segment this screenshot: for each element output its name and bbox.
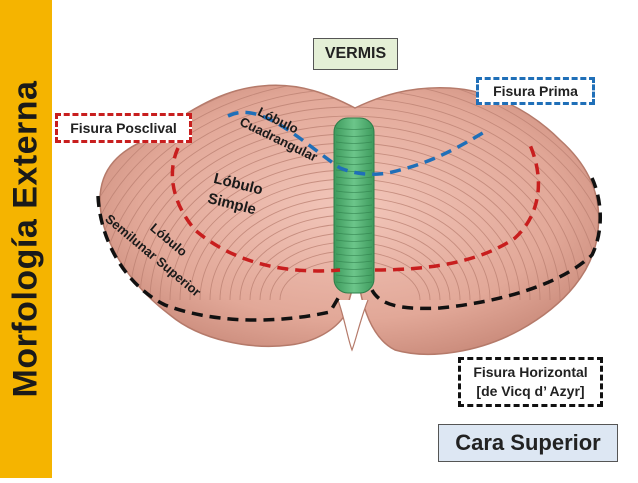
vermis-texture xyxy=(335,127,373,284)
vermis-folium-line xyxy=(335,260,373,263)
vermis-folium-line xyxy=(335,127,373,130)
vermis-folium-line xyxy=(335,176,373,179)
posterior-notch xyxy=(337,299,369,352)
vermis-folium-line xyxy=(335,134,373,137)
vermis-folium-line xyxy=(335,204,373,207)
fisura-posclival-label-box: Fisura Posclival xyxy=(55,113,192,143)
vermis-folium-line xyxy=(335,281,373,284)
vermis-folium-line xyxy=(335,225,373,228)
vermis-folium-line xyxy=(335,218,373,221)
fisura-horizontal-line-left xyxy=(96,195,342,322)
fisura-horizontal-label-line1: Fisura Horizontal xyxy=(473,364,588,380)
vermis-folium-line xyxy=(335,141,373,144)
vermis-folium-line xyxy=(335,169,373,172)
fisura-posclival-line-right xyxy=(374,144,541,272)
vermis-folium-line xyxy=(335,197,373,200)
fisura-horizontal-label-line2: [de Vicq d’ Azyr] xyxy=(476,383,585,399)
fisura-prima-label-box: Fisura Prima xyxy=(476,77,595,105)
vermis-folium-line xyxy=(335,190,373,193)
fisura-horizontal-label-box: Fisura Horizontal [de Vicq d’ Azyr] xyxy=(458,357,603,407)
vermis-folium-line xyxy=(335,183,373,186)
vermis-folium-line xyxy=(335,253,373,256)
vermis-folium-line xyxy=(335,239,373,242)
fisura-prima-line xyxy=(227,110,489,176)
vermis-folium-line xyxy=(335,155,373,158)
sidebar-band: Morfología Externa xyxy=(0,0,52,478)
vermis-folium-line xyxy=(335,162,373,165)
folium-line xyxy=(119,115,581,301)
fisura-posclival-line-left xyxy=(170,147,341,273)
folium-line xyxy=(100,85,599,301)
folium-line xyxy=(109,106,591,301)
vermis-folium-line xyxy=(335,274,373,277)
vermis-folium-line xyxy=(335,148,373,151)
vermis-folium-line xyxy=(335,232,373,235)
vermis-label-box: VERMIS xyxy=(313,38,398,70)
cara-superior-label-box: Cara Superior xyxy=(438,424,618,462)
vermis-folium-line xyxy=(335,211,373,214)
vermis-folium-line xyxy=(335,246,373,249)
fisura-horizontal-line-right xyxy=(370,177,602,311)
vermis-band xyxy=(333,117,375,294)
